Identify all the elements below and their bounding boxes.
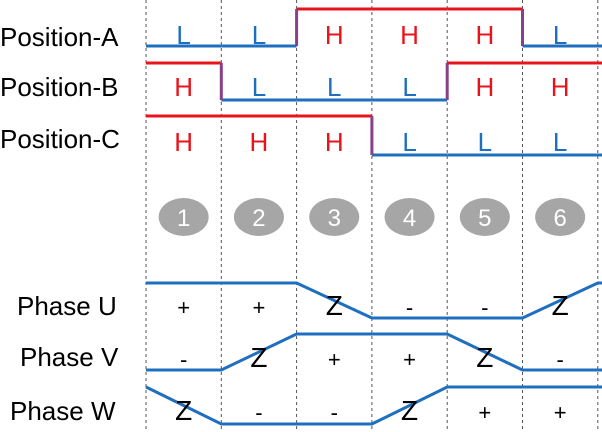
phase-w-row: Phase W Z - - Z + +	[10, 385, 602, 426]
phase-state: -	[406, 295, 413, 320]
phase-state: Z	[175, 395, 192, 426]
level-value: L	[327, 72, 341, 102]
level-value: H	[400, 20, 419, 50]
level-value: H	[174, 127, 193, 157]
step-number: 3	[328, 205, 341, 232]
step-badge	[384, 198, 435, 236]
position-a-row: Position-A L L H H H L	[0, 7, 602, 52]
level-value: L	[252, 72, 266, 102]
position-c-label: Position-C	[0, 124, 120, 154]
phase-u-label: Phase U	[17, 291, 117, 321]
level-value: L	[553, 127, 567, 157]
level-value: H	[174, 72, 193, 102]
step-dividers	[145, 0, 599, 432]
step-badge	[309, 198, 360, 236]
step-badges: 1 2 3 4 5 6	[158, 198, 586, 236]
level-value: H	[475, 72, 494, 102]
phase-state: Z	[552, 290, 569, 321]
position-b-label: Position-B	[0, 72, 119, 102]
phase-state: -	[180, 347, 187, 372]
position-b-row: Position-B H L L L H H	[0, 61, 602, 102]
phase-v-row: Phase V - Z + + Z -	[20, 332, 602, 373]
phase-u-waveform	[146, 281, 602, 320]
phase-w-states: Z - - Z + +	[175, 395, 566, 426]
position-c-row: Position-C H H H L L L	[0, 114, 602, 157]
step-badge	[233, 198, 284, 236]
position-a-waveform	[146, 9, 602, 46]
phase-state: -	[255, 400, 262, 425]
level-value: L	[402, 72, 416, 102]
step-badge	[158, 198, 209, 236]
step-number: 6	[553, 205, 566, 232]
step-number: 1	[177, 205, 190, 232]
level-value: H	[325, 127, 344, 157]
position-c-waveform	[146, 116, 602, 155]
level-value: H	[325, 20, 344, 50]
phase-u-row: Phase U + + Z - - Z	[17, 281, 602, 321]
step-number: 5	[478, 205, 491, 232]
phase-v-waveform	[146, 332, 602, 372]
phase-state: +	[554, 400, 567, 425]
phase-v-states: - Z + + Z -	[180, 342, 564, 373]
step-number: 2	[252, 205, 265, 232]
phase-state: Z	[476, 342, 493, 373]
phase-state: +	[403, 347, 416, 372]
phase-state: Z	[250, 342, 267, 373]
phase-u-states: + + Z - - Z	[177, 290, 568, 321]
phase-state: +	[253, 295, 266, 320]
phase-state: Z	[401, 395, 418, 426]
level-value: L	[402, 127, 416, 157]
step-badge	[535, 198, 586, 236]
phase-v-label: Phase V	[20, 342, 119, 372]
phase-state: +	[177, 295, 190, 320]
phase-state: -	[556, 347, 563, 372]
phase-w-waveform	[145, 385, 602, 426]
level-value: L	[478, 127, 492, 157]
level-value: L	[252, 20, 266, 50]
level-value: H	[475, 20, 494, 50]
phase-state: -	[331, 400, 338, 425]
position-a-label: Position-A	[0, 22, 119, 52]
phase-state: +	[478, 400, 491, 425]
phase-state: -	[481, 295, 488, 320]
phase-state: Z	[326, 290, 343, 321]
level-value: H	[250, 127, 269, 157]
level-value: L	[553, 20, 567, 50]
step-number: 4	[403, 205, 416, 232]
level-value: L	[176, 20, 190, 50]
step-badge	[459, 198, 510, 236]
position-b-waveform	[146, 63, 602, 100]
phase-w-label: Phase W	[10, 396, 116, 426]
phase-state: +	[328, 347, 341, 372]
level-value: H	[551, 72, 570, 102]
